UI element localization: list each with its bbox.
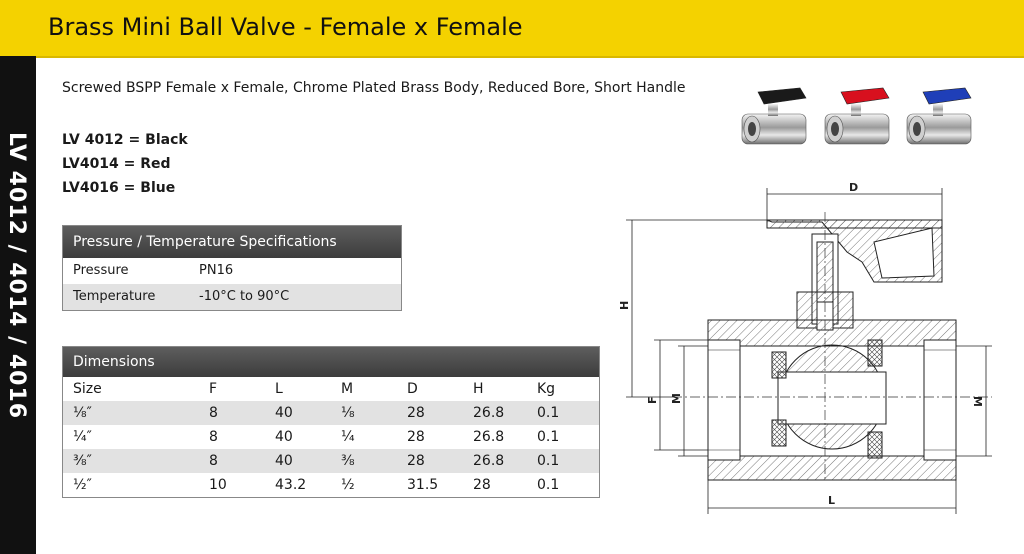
column-header: L — [275, 381, 283, 397]
spec-row-temperature: Temperature -10°C to 90°C — [63, 284, 401, 310]
table-cell: 31.5 — [407, 477, 439, 493]
spec-label: Temperature — [73, 289, 156, 304]
column-header: D — [407, 381, 418, 397]
pressure-temperature-title: Pressure / Temperature Specifications — [63, 226, 401, 258]
page-title: Brass Mini Ball Valve - Female x Female — [48, 13, 523, 41]
table-cell: 28 — [407, 405, 425, 421]
table-cell: 28 — [407, 429, 425, 445]
table-cell: 8 — [209, 405, 218, 421]
variant-list: LV 4012 = Black LV4014 = Red LV4016 = Bl… — [62, 128, 188, 200]
table-cell: 40 — [275, 405, 293, 421]
table-cell: 43.2 — [275, 477, 307, 493]
table-cell: 28 — [473, 477, 491, 493]
table-row: ¼″ 8 40 ¼ 28 26.8 0.1 — [63, 425, 599, 449]
label-m-right: M — [971, 396, 984, 407]
dimensions-title: Dimensions — [63, 347, 599, 377]
spec-value: -10°C to 90°C — [199, 289, 290, 304]
variant-black: LV 4012 = Black — [62, 132, 188, 148]
column-header: M — [341, 381, 354, 397]
table-cell: 26.8 — [473, 429, 505, 445]
label-l: L — [828, 494, 835, 507]
table-cell: 0.1 — [537, 429, 560, 445]
label-h: H — [618, 301, 631, 310]
valve-product-images — [741, 87, 972, 145]
table-cell: 26.8 — [473, 405, 505, 421]
spec-row-pressure: Pressure PN16 — [63, 258, 401, 284]
column-header: Size — [73, 381, 102, 397]
table-cell: ⅜ — [341, 453, 355, 469]
table-cell: ¼″ — [73, 429, 92, 445]
table-row: ⅛″ 8 40 ⅛ 28 26.8 0.1 — [63, 401, 599, 425]
table-cell: 0.1 — [537, 477, 560, 493]
table-cell: 0.1 — [537, 453, 560, 469]
table-cell: 40 — [275, 453, 293, 469]
column-header: F — [209, 381, 218, 397]
table-cell: 0.1 — [537, 405, 560, 421]
spec-label: Pressure — [73, 263, 129, 278]
pressure-temperature-panel: Pressure / Temperature Specifications Pr… — [62, 225, 402, 311]
table-cell: ½ — [341, 477, 355, 493]
table-cell: ⅛″ — [73, 405, 92, 421]
label-f: F — [646, 396, 659, 404]
dimensions-header-row: Size F L M D H Kg — [63, 377, 599, 401]
valve-image-red — [824, 87, 890, 145]
table-cell: 26.8 — [473, 453, 505, 469]
valve-image-blue — [906, 87, 972, 145]
spec-value: PN16 — [199, 263, 234, 278]
dimensions-panel: Dimensions Size F L M D H Kg ⅛″ 8 40 ⅛ 2… — [62, 346, 600, 498]
side-bar: LV 4012 / 4014 / 4016 — [0, 56, 36, 554]
table-row: ½″ 10 43.2 ½ 31.5 28 0.1 — [63, 473, 599, 497]
table-cell: 8 — [209, 429, 218, 445]
table-cell: ¼ — [341, 429, 355, 445]
table-cell: 40 — [275, 429, 293, 445]
dimension-labels: D H F M M L — [618, 182, 984, 507]
title-bar: Brass Mini Ball Valve - Female x Female — [0, 0, 1024, 58]
product-code-label: LV 4012 / 4014 / 4016 — [4, 132, 29, 420]
valve-image-black — [741, 87, 807, 145]
table-cell: 28 — [407, 453, 425, 469]
table-cell: ⅛ — [341, 405, 355, 421]
valve-technical-drawing: D H F M M L — [618, 182, 992, 514]
table-cell: 8 — [209, 453, 218, 469]
column-header: Kg — [537, 381, 556, 397]
variant-blue: LV4016 = Blue — [62, 180, 176, 196]
variant-red: LV4014 = Red — [62, 156, 171, 172]
table-row: ⅜″ 8 40 ⅜ 28 26.8 0.1 — [63, 449, 599, 473]
dimension-lines — [626, 188, 992, 514]
table-cell: ⅜″ — [73, 453, 92, 469]
product-description: Screwed BSPP Female x Female, Chrome Pla… — [62, 80, 686, 96]
label-d: D — [849, 182, 858, 194]
table-cell: 10 — [209, 477, 227, 493]
column-header: H — [473, 381, 484, 397]
label-m-left: M — [670, 393, 683, 404]
table-cell: ½″ — [73, 477, 92, 493]
center-lines — [672, 212, 992, 482]
cross-section-body — [707, 219, 957, 481]
